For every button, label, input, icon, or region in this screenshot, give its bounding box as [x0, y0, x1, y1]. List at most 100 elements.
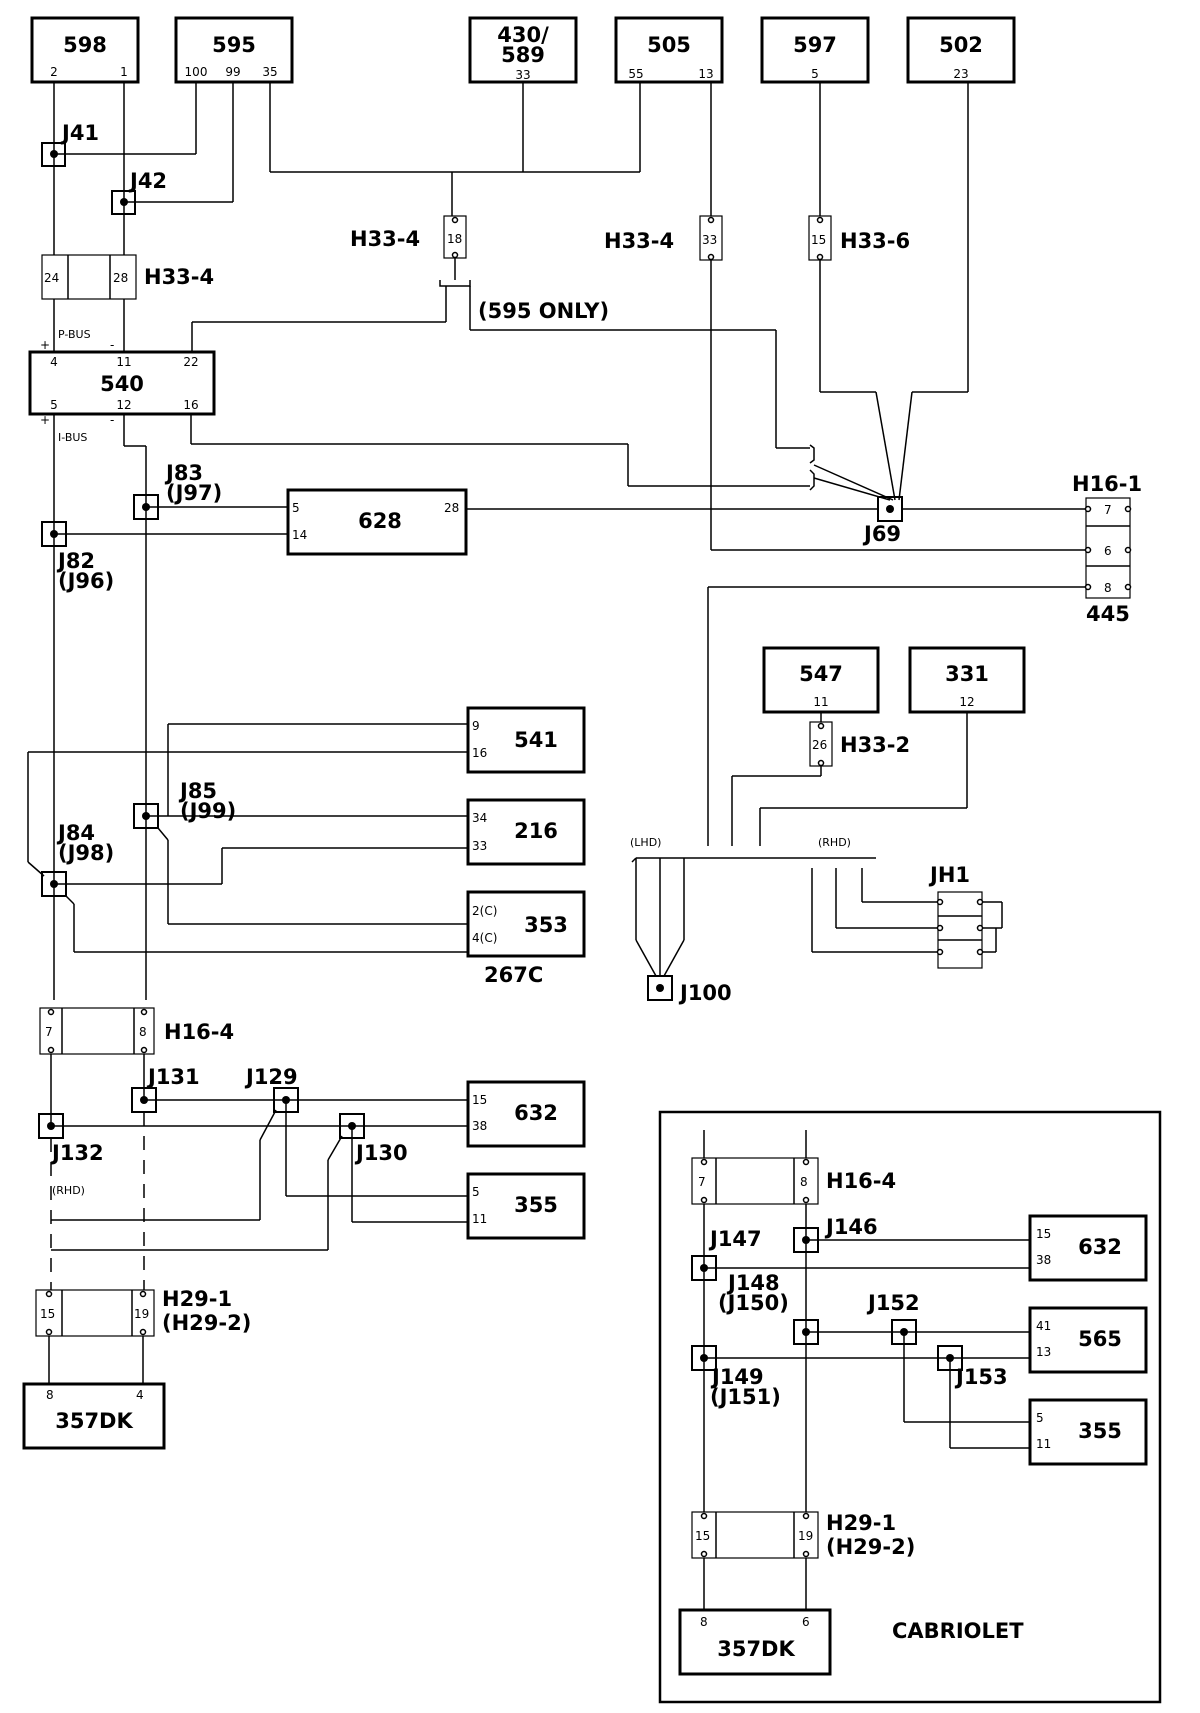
- svg-text:597: 597: [793, 33, 837, 57]
- module-502: 502 23: [906, 16, 1016, 84]
- svg-text:H29-1: H29-1: [162, 1287, 232, 1311]
- connector-h33-4-right: 33 H33-4: [604, 215, 723, 261]
- connector-h29-1-cab: 15 19 H29-1 (H29-2): [691, 1511, 915, 1559]
- splice-j148: J148 (J150): [718, 1271, 819, 1345]
- svg-text:5: 5: [1036, 1411, 1044, 1425]
- svg-text:J152: J152: [866, 1291, 920, 1315]
- svg-text:8: 8: [800, 1175, 808, 1189]
- splice-j82: J82 (J96): [41, 521, 114, 593]
- svg-text:632: 632: [514, 1101, 558, 1125]
- module-541: 541 9 16: [466, 706, 586, 774]
- svg-text:J129: J129: [244, 1065, 298, 1089]
- module-547: 547 11: [762, 646, 880, 714]
- svg-text:8: 8: [139, 1025, 147, 1039]
- svg-text:589: 589: [501, 43, 545, 67]
- connector-h33-6: 15 H33-6: [808, 215, 910, 261]
- svg-text:19: 19: [798, 1529, 813, 1543]
- svg-text:5: 5: [50, 398, 58, 412]
- svg-text:(RHD): (RHD): [52, 1184, 85, 1197]
- svg-text:-: -: [110, 413, 114, 427]
- svg-text:(J99): (J99): [180, 799, 236, 823]
- splice-jh1: JH1: [928, 863, 984, 969]
- module-331: 331 12: [908, 646, 1026, 714]
- module-597: 597 5: [760, 16, 870, 84]
- splice-j41: J41: [41, 121, 99, 167]
- svg-text:100: 100: [185, 65, 208, 79]
- svg-text:5: 5: [472, 1185, 480, 1199]
- svg-text:6: 6: [1104, 544, 1112, 558]
- splice-j100: J100: [647, 975, 732, 1005]
- svg-text:595: 595: [212, 33, 256, 57]
- svg-text:15: 15: [1036, 1227, 1051, 1241]
- svg-text:JH1: JH1: [928, 863, 970, 887]
- svg-text:J83: J83: [164, 461, 203, 485]
- svg-text:26: 26: [812, 738, 827, 752]
- svg-text:J84: J84: [56, 821, 95, 845]
- svg-text:+: +: [40, 338, 50, 352]
- module-565: 565 41 13: [1028, 1306, 1148, 1374]
- splice-j130: J130: [339, 1113, 408, 1165]
- svg-text:15: 15: [40, 1307, 55, 1321]
- svg-text:9: 9: [472, 719, 480, 733]
- svg-text:H16-4: H16-4: [164, 1020, 234, 1044]
- svg-text:(H29-2): (H29-2): [162, 1311, 251, 1335]
- module-505: 505 55 13: [614, 16, 724, 84]
- svg-text:99: 99: [225, 65, 240, 79]
- splice-j147: J147: [691, 1227, 762, 1281]
- splice-j131: J131: [131, 1065, 200, 1113]
- svg-text:16: 16: [472, 746, 487, 760]
- svg-text:23: 23: [953, 67, 968, 81]
- splice-j149: J149 (J151): [691, 1345, 781, 1409]
- svg-text:33: 33: [472, 839, 487, 853]
- connector-h16-1: 7 6 8 H16-1 445: [1072, 472, 1142, 626]
- svg-text:28: 28: [444, 501, 459, 515]
- module-540: 540 4 11 22 5 12 16: [28, 350, 216, 416]
- svg-text:11: 11: [472, 1212, 487, 1226]
- svg-text:13: 13: [698, 67, 713, 81]
- svg-text:8: 8: [700, 1615, 708, 1629]
- svg-text:540: 540: [100, 372, 144, 396]
- splice-j146: J146: [793, 1215, 878, 1253]
- svg-text:(J98): (J98): [58, 841, 114, 865]
- svg-text:11: 11: [1036, 1437, 1051, 1451]
- svg-text:4: 4: [136, 1388, 144, 1402]
- connector-h33-4-left: 24 28 H33-4: [41, 254, 214, 300]
- module-632-cab: 632 15 38: [1028, 1214, 1148, 1282]
- svg-text:J69: J69: [862, 522, 901, 546]
- splice-j129: J129: [244, 1065, 299, 1113]
- module-355-cab: 355 5 11: [1028, 1398, 1148, 1466]
- svg-text:J82: J82: [56, 549, 95, 573]
- svg-text:(LHD): (LHD): [630, 836, 661, 849]
- svg-text:J146: J146: [824, 1215, 878, 1239]
- module-353: 353 2(C) 4(C) 267C: [466, 890, 586, 987]
- svg-text:H33-6: H33-6: [840, 229, 910, 253]
- svg-text:541: 541: [514, 728, 558, 752]
- svg-text:5: 5: [292, 501, 300, 515]
- svg-text:505: 505: [647, 33, 691, 57]
- svg-text:14: 14: [292, 528, 307, 542]
- svg-text:38: 38: [472, 1119, 487, 1133]
- svg-text:33: 33: [515, 68, 530, 82]
- module-355: 355 5 11: [466, 1172, 586, 1240]
- svg-text:445: 445: [1086, 602, 1130, 626]
- svg-text:H16-4: H16-4: [826, 1169, 896, 1193]
- svg-text:22: 22: [183, 355, 198, 369]
- module-430-589: 430/ 589 33: [468, 16, 578, 84]
- splice-j84: J84 (J98): [41, 821, 114, 897]
- svg-text:11: 11: [813, 695, 828, 709]
- svg-text:H33-4: H33-4: [604, 229, 674, 253]
- svg-text:H33-2: H33-2: [840, 733, 910, 757]
- svg-text:12: 12: [959, 695, 974, 709]
- splice-j153: J153: [937, 1345, 1008, 1389]
- svg-text:41: 41: [1036, 1319, 1051, 1333]
- svg-text:331: 331: [945, 662, 989, 686]
- svg-text:J100: J100: [678, 981, 732, 1005]
- svg-text:H29-1: H29-1: [826, 1511, 896, 1535]
- svg-text:547: 547: [799, 662, 843, 686]
- svg-text:353: 353: [524, 913, 568, 937]
- connector-h29-1: 15 19 H29-1 (H29-2): [35, 1287, 251, 1337]
- svg-text:24: 24: [44, 271, 59, 285]
- cabriolet-label: CABRIOLET: [892, 1619, 1024, 1643]
- svg-text:J42: J42: [128, 169, 167, 193]
- svg-text:H16-1: H16-1: [1072, 472, 1142, 496]
